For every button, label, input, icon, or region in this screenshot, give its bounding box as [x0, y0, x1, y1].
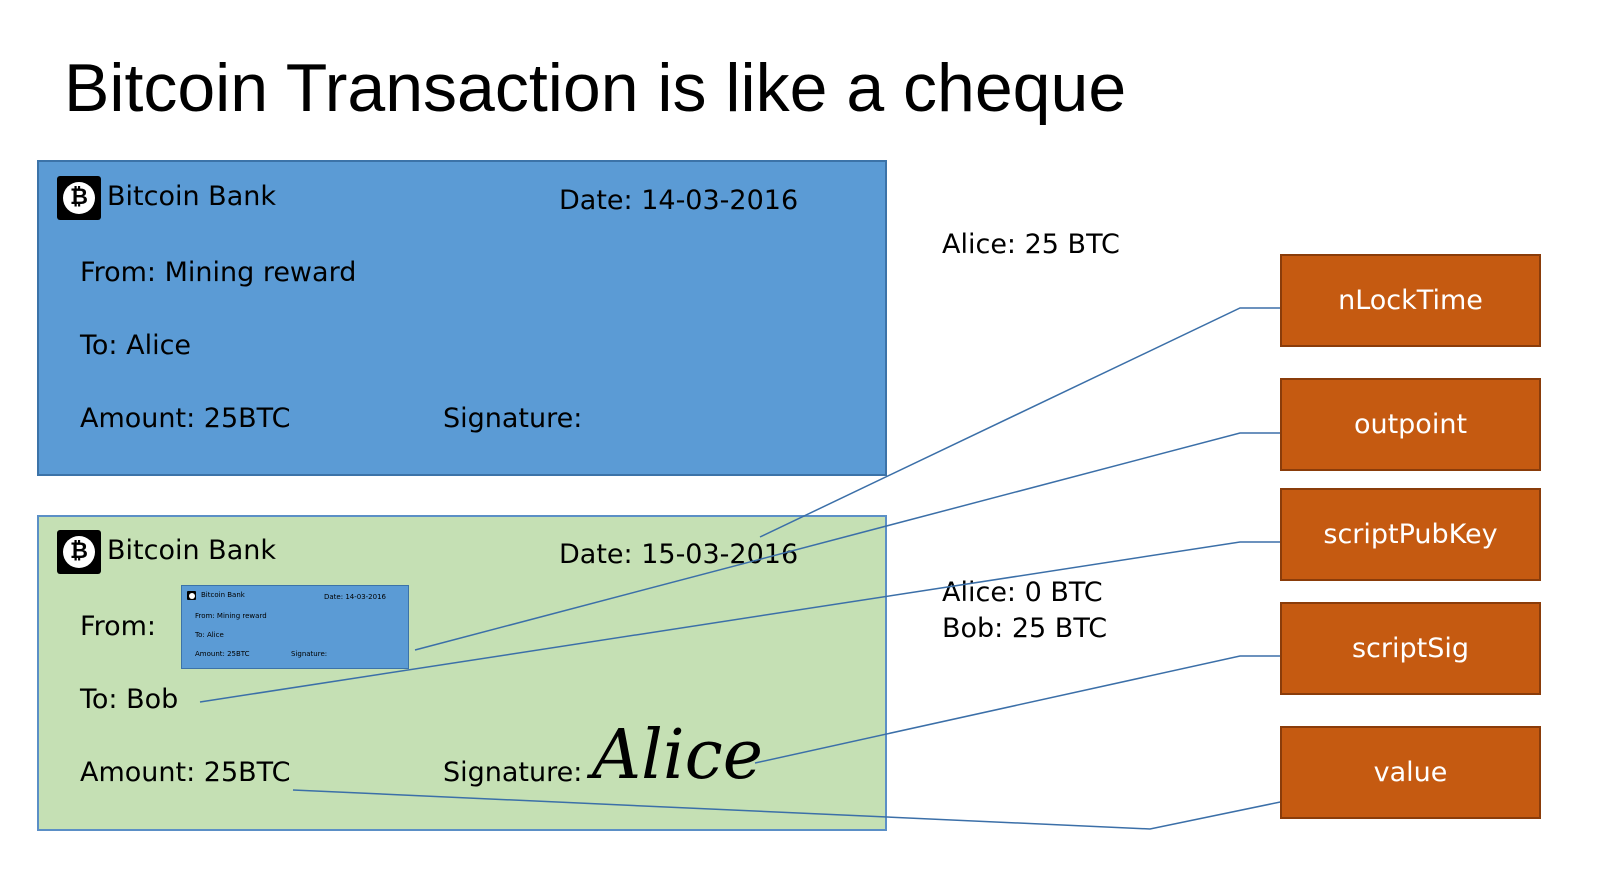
mini-bank-name: Bitcoin Bank — [201, 591, 245, 599]
balance-bob-after-second: Bob: 25 BTC — [942, 613, 1108, 644]
bitcoin-icon — [187, 591, 196, 600]
cheque1-to: To: Alice — [80, 330, 192, 361]
bitcoin-icon: ₿ — [57, 530, 101, 574]
cheque1-amount: Amount: 25BTC — [80, 403, 291, 434]
field-scriptpubkey: scriptPubKey — [1280, 488, 1541, 581]
field-outpoint: outpoint — [1280, 378, 1541, 471]
cheque2-to: To: Bob — [80, 684, 179, 715]
mini-from: From: Mining reward — [195, 612, 267, 620]
cheque2-from: From: — [80, 611, 156, 642]
cheque-mining-reward — [37, 160, 887, 476]
line-nlocktime — [759, 307, 1290, 538]
field-scriptsig: scriptSig — [1280, 602, 1541, 695]
field-nlocktime: nLockTime — [1280, 254, 1541, 347]
cheque2-signature-alice: Alice — [592, 716, 763, 795]
balance-alice-after-second: Alice: 0 BTC — [942, 577, 1103, 608]
cheque1-date: Date: 14-03-2016 — [559, 185, 799, 216]
line-value — [292, 789, 1291, 830]
cheque2-date: Date: 15-03-2016 — [559, 539, 799, 570]
field-value: value — [1280, 726, 1541, 819]
cheque1-signature-label: Signature: — [443, 403, 583, 434]
mini-signature-label: Signature: — [291, 650, 328, 658]
cheque1-bank-name: Bitcoin Bank — [107, 181, 276, 212]
cheque-alice-to-bob — [37, 515, 887, 831]
balance-after-first: Alice: 25 BTC — [942, 229, 1120, 260]
line-outpoint — [414, 432, 1290, 651]
slide-title: Bitcoin Transaction is like a cheque — [64, 50, 1127, 126]
cheque1-from: From: Mining reward — [80, 257, 357, 288]
mini-to: To: Alice — [195, 631, 224, 639]
line-scriptpubkey — [199, 541, 1290, 703]
line-scriptsig — [754, 655, 1290, 764]
mini-date: Date: 14-03-2016 — [324, 593, 386, 601]
cheque2-bank-name: Bitcoin Bank — [107, 535, 276, 566]
mini-amount: Amount: 25BTC — [195, 650, 250, 658]
bitcoin-icon: ₿ — [57, 176, 101, 220]
mini-cheque-input: Bitcoin Bank Date: 14-03-2016 From: Mini… — [181, 585, 409, 669]
cheque2-signature-label: Signature: — [443, 757, 583, 788]
cheque2-amount: Amount: 25BTC — [80, 757, 291, 788]
